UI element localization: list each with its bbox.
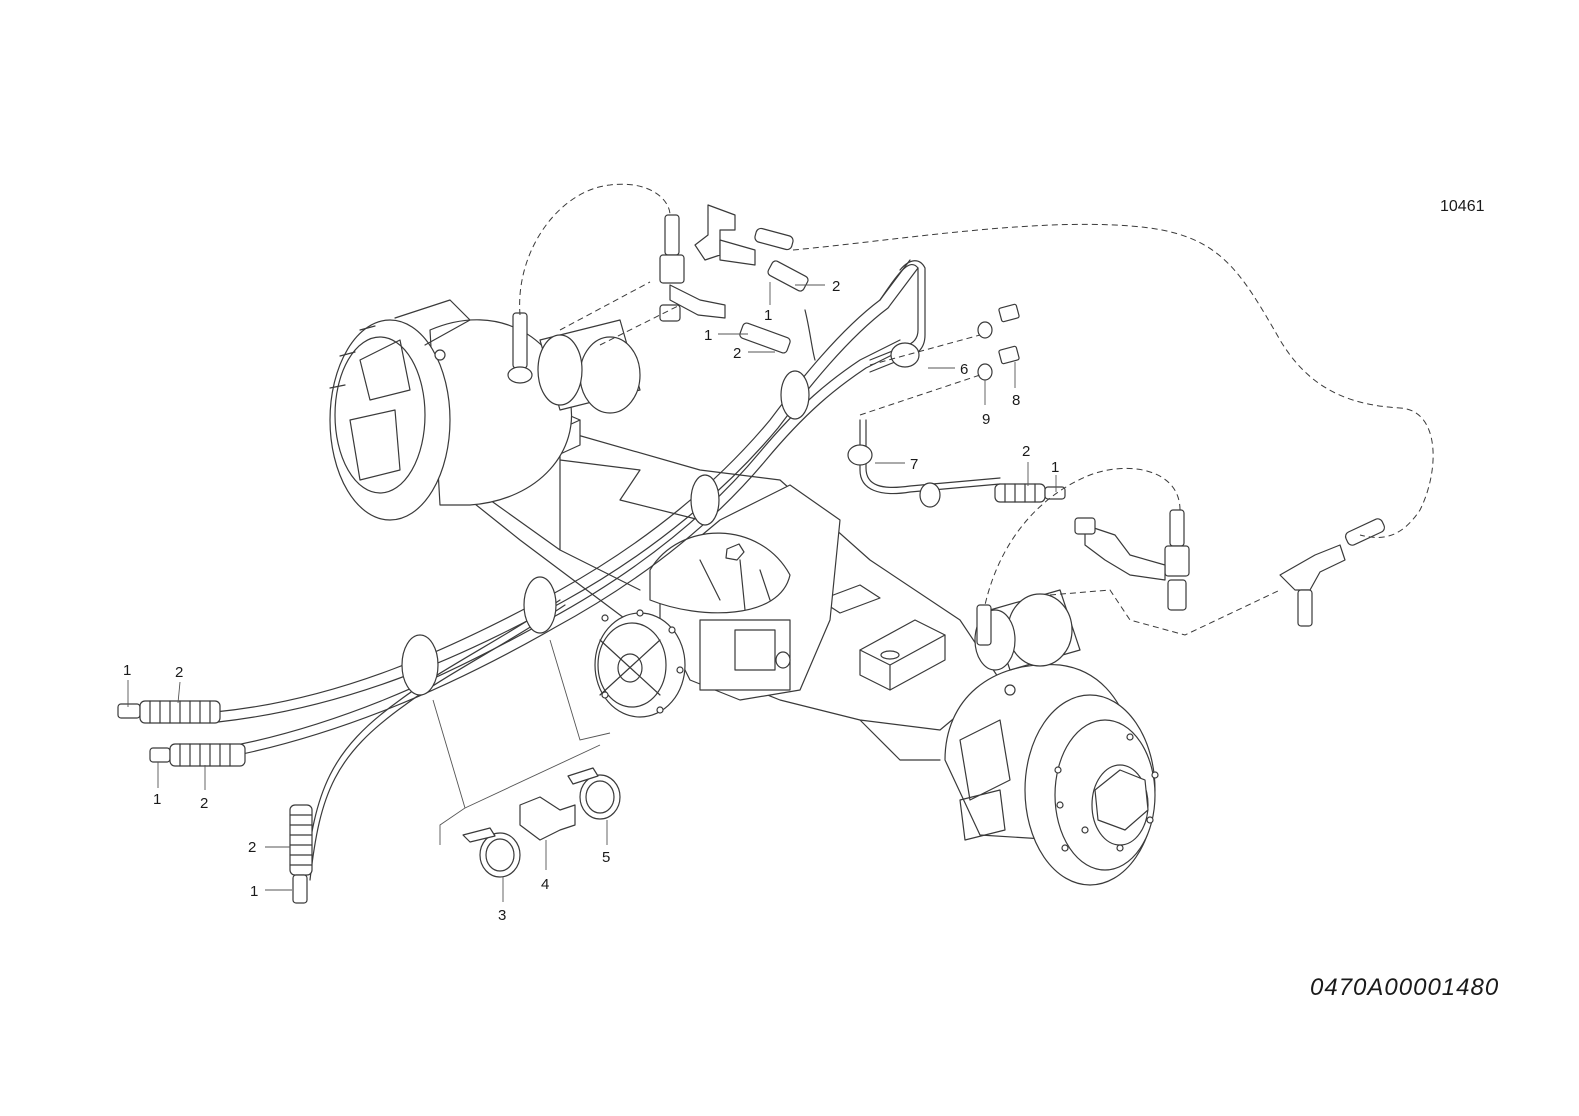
callout-label: 4 xyxy=(541,876,549,893)
hose-end-bottom xyxy=(289,804,313,904)
tee-fitting-right xyxy=(1074,509,1190,611)
callout-label: 1 xyxy=(704,327,712,344)
right-wheel-hub xyxy=(944,664,1159,886)
dashed-assembly-lines xyxy=(519,183,1434,636)
left-brake-chamber xyxy=(537,319,641,414)
tee-fitting-far-right xyxy=(1279,518,1386,627)
callout-label: 1 xyxy=(123,662,131,679)
callout-label: 3 xyxy=(498,907,506,924)
hose-end-top-2 xyxy=(739,322,791,354)
small-fittings xyxy=(507,312,992,646)
loose-clamps xyxy=(432,639,621,878)
bolts-and-washers xyxy=(977,303,1020,381)
hose-end-mid-right xyxy=(994,483,1066,503)
tee-fitting-upper-left xyxy=(659,214,726,322)
callout-label: 7 xyxy=(910,456,918,473)
callout-label: 1 xyxy=(153,791,161,808)
brake-lines xyxy=(209,259,1001,881)
callout-label: 2 xyxy=(832,278,840,295)
callout-label: 1 xyxy=(1051,459,1059,476)
beam-clamps xyxy=(401,342,941,696)
callout-label: 8 xyxy=(1012,392,1020,409)
callout-label: 5 xyxy=(602,849,610,866)
hose-end-left-lower xyxy=(149,743,246,767)
callout-label: 2 xyxy=(200,795,208,812)
callout-labels: 2 1 1 2 6 9 8 7 2 1 1 2 1 2 2 1 3 4 5 xyxy=(123,278,1059,924)
right-brake-chamber xyxy=(974,589,1081,671)
part-code: 0470A00001480 xyxy=(1310,974,1500,1001)
callout-label: 6 xyxy=(960,361,968,378)
callout-label: 2 xyxy=(248,839,256,856)
left-wheel-hub xyxy=(329,299,572,521)
callout-label: 2 xyxy=(175,664,183,681)
callout-leaders xyxy=(127,282,1057,902)
hose-end-top-1 xyxy=(767,260,809,292)
pinion-flange xyxy=(594,609,686,718)
hose-end-left-upper xyxy=(117,700,221,724)
callout-label: 1 xyxy=(764,307,772,324)
callout-label: 2 xyxy=(1022,443,1030,460)
callout-label: 2 xyxy=(733,345,741,362)
callout-label: 1 xyxy=(250,883,258,900)
drawing-reference-number: 10461 xyxy=(1440,198,1485,215)
callout-label: 9 xyxy=(982,411,990,428)
cross-fitting-top xyxy=(694,204,794,266)
differential-housing xyxy=(649,484,841,701)
